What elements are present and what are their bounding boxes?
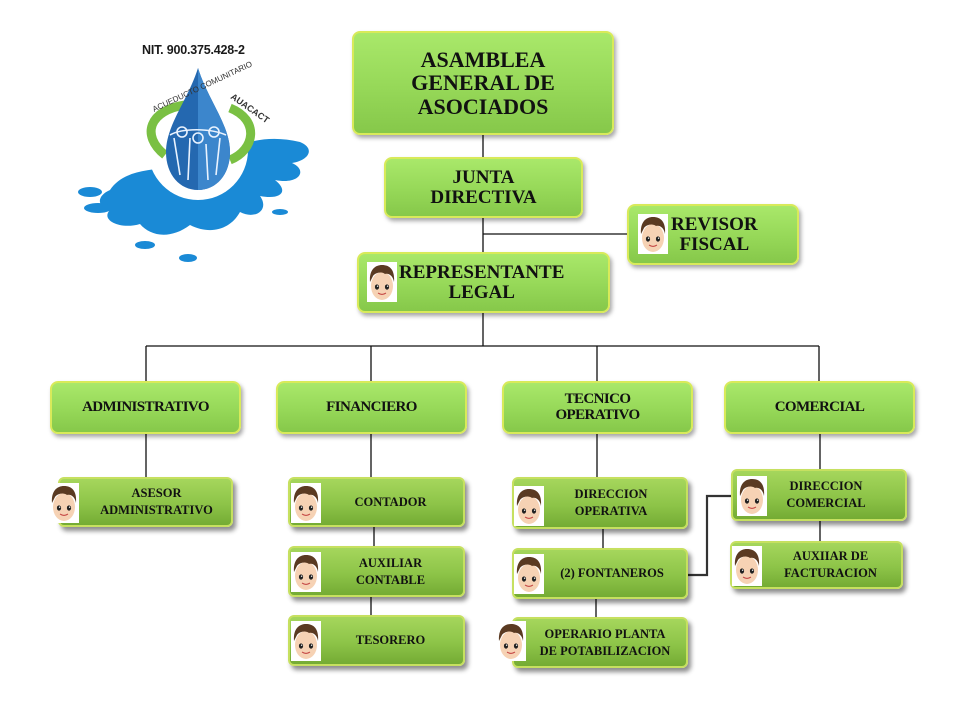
role-asesor-administrativo[interactable]: ASESOR ADMINISTRATIVO	[58, 477, 233, 527]
node-label: REVISOR FISCAL	[671, 213, 758, 255]
node-label: COMERCIAL	[774, 398, 865, 415]
node-label: ASESOR ADMINISTRATIVO	[100, 486, 213, 517]
person-avatar-icon	[49, 483, 79, 523]
person-avatar-icon	[514, 486, 544, 526]
dept-administrativo[interactable]: ADMINISTRATIVO	[50, 381, 241, 434]
role-operario-planta[interactable]: OPERARIO PLANTA DE POTABILIZACION	[512, 617, 688, 668]
node-label: TESORERO	[355, 633, 426, 648]
person-avatar-icon	[737, 476, 767, 516]
node-label: TECNICO OPERATIVO	[555, 390, 640, 423]
node-label: DIRECCION OPERATIVA	[574, 487, 648, 518]
person-avatar-icon	[514, 554, 544, 594]
node-asamblea[interactable]: ASAMBLEA GENERAL DE ASOCIADOS	[352, 31, 614, 135]
connector	[688, 494, 733, 577]
node-label: REPRESENTANTE LEGAL	[399, 261, 565, 303]
person-avatar-icon	[291, 621, 321, 661]
nit-label: NIT. 900.375.428-2	[142, 43, 245, 57]
node-junta-directiva[interactable]: JUNTA DIRECTIVA	[384, 157, 583, 218]
node-label: FINANCIERO	[326, 398, 417, 415]
dept-financiero[interactable]: FINANCIERO	[276, 381, 467, 434]
green-arrow-right	[228, 103, 256, 165]
node-label: DIRECCION COMERCIAL	[786, 479, 866, 510]
node-label: JUNTA DIRECTIVA	[430, 166, 537, 208]
person-avatar-icon	[291, 552, 321, 592]
person-avatar-icon	[367, 262, 397, 302]
node-label: (2) FONTANEROS	[560, 566, 664, 581]
node-representante-legal[interactable]: REPRESENTANTE LEGAL	[357, 252, 610, 313]
node-label: CONTADOR	[354, 494, 427, 509]
node-label: AUXIIAR DE FACTURACION	[784, 549, 877, 580]
node-label: AUXILIAR CONTABLE	[355, 555, 426, 587]
dept-comercial[interactable]: COMERCIAL	[724, 381, 915, 434]
person-avatar-icon	[732, 546, 762, 586]
node-label: ASAMBLEA GENERAL DE ASOCIADOS	[411, 47, 555, 119]
dept-tecnico-operativo[interactable]: TECNICO OPERATIVO	[502, 381, 693, 434]
node-label: ADMINISTRATIVO	[82, 398, 209, 415]
green-arrow-left	[146, 100, 186, 159]
person-avatar-icon	[638, 214, 668, 254]
water-drop-logo-icon: ACUEDUCTO COMUNITARIO AUACACT	[78, 60, 309, 262]
person-avatar-icon	[291, 483, 321, 523]
person-avatar-icon	[496, 621, 526, 661]
node-label: OPERARIO PLANTA DE POTABILIZACION	[539, 626, 671, 658]
